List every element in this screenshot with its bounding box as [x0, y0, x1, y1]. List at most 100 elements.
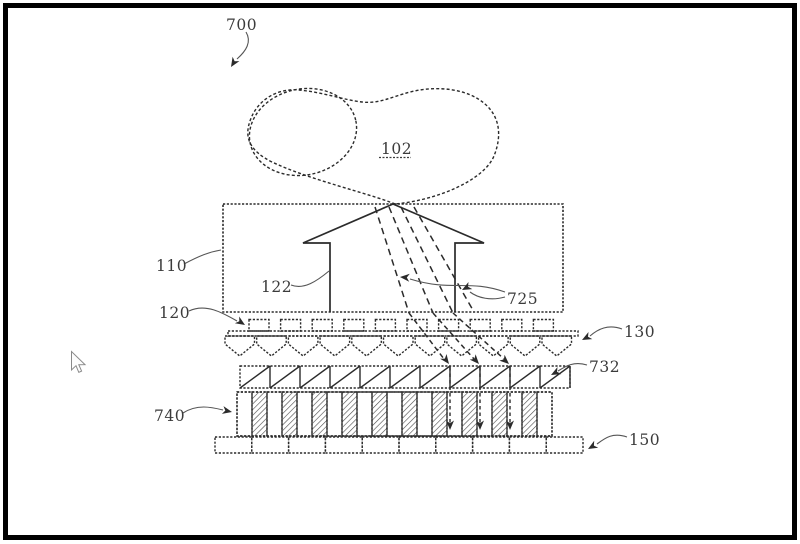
leader-150 — [596, 434, 628, 445]
collimator-wall — [371, 391, 388, 437]
prism-hypotenuse — [359, 365, 391, 389]
light-ray — [374, 206, 410, 314]
emitter-square — [469, 318, 491, 332]
collimator-aperture — [386, 391, 403, 437]
mouse-cursor-icon — [71, 350, 87, 373]
light-ray — [388, 206, 434, 314]
finger-bean-outline — [247, 87, 500, 205]
ref-label-150: 150 — [629, 431, 660, 449]
collimator-wall — [461, 391, 478, 437]
ref-label-120: 120 — [159, 304, 190, 322]
leader-700 — [236, 31, 249, 60]
microlens-element — [541, 335, 573, 357]
leader-arrowhead — [231, 56, 240, 67]
ref-label-110: 110 — [156, 257, 187, 275]
microlens-element — [319, 335, 351, 357]
prism-hypotenuse — [389, 365, 421, 389]
collimator-aperture — [536, 391, 553, 437]
leader-arrowhead — [462, 282, 473, 290]
ray-arrowhead — [446, 420, 454, 430]
microlens-element — [382, 335, 414, 357]
microlens-bar — [227, 330, 579, 337]
leader-110 — [183, 249, 222, 265]
leader-732 — [557, 362, 588, 372]
emitter-square — [374, 318, 397, 332]
emitter-square — [437, 318, 460, 332]
ray-arrowhead — [440, 354, 449, 364]
collimator-aperture — [476, 391, 493, 437]
collimator-wall — [311, 391, 328, 437]
emitter-square — [311, 318, 333, 332]
prism-hypotenuse — [419, 365, 451, 389]
prism-hypotenuse — [539, 365, 571, 389]
collimator-wall — [491, 391, 508, 437]
microlens-element — [351, 335, 382, 357]
collimator-aperture — [506, 391, 523, 437]
ref-label-740: 740 — [154, 407, 185, 425]
finger-inner-lobe — [248, 87, 358, 177]
leader-725b — [469, 291, 506, 300]
sensor-cell — [471, 436, 511, 454]
sensor-cell — [251, 436, 290, 454]
collimator-wall — [431, 391, 448, 437]
microlens-element — [509, 335, 541, 357]
collimator-wall — [251, 391, 268, 437]
light-ray — [432, 312, 475, 360]
ray-arrowhead — [506, 420, 514, 430]
prism-hypotenuse — [329, 365, 361, 389]
sensor-cell — [545, 436, 584, 454]
collimator-aperture — [326, 391, 343, 437]
leader-arrowhead — [221, 406, 232, 414]
ray-arrowhead — [469, 354, 479, 364]
leader-arrowhead — [582, 332, 593, 340]
leader-arrowhead — [234, 316, 245, 325]
collimator-wall — [401, 391, 418, 437]
microlens-element — [446, 335, 478, 357]
leader-130 — [589, 326, 623, 337]
prism-hypotenuse — [299, 365, 331, 389]
ref-label-130: 130 — [624, 323, 655, 341]
layer-stack-drawing — [182, 31, 628, 454]
prism-hypotenuse — [269, 365, 301, 389]
sensor-cell — [214, 436, 253, 454]
sensor-cell — [324, 436, 363, 454]
collimator-wall — [521, 391, 538, 437]
microlens-element — [414, 335, 446, 357]
leader-740 — [182, 406, 224, 414]
emitter-square — [501, 318, 523, 332]
prism-strip — [239, 365, 571, 389]
ray-arrowhead — [476, 420, 484, 430]
emitter-square — [248, 318, 270, 332]
prism-hypotenuse — [449, 365, 481, 389]
collimator-aperture — [356, 391, 373, 437]
collimator-aperture — [296, 391, 313, 437]
emitter-square — [343, 318, 365, 332]
sensor-cell — [287, 436, 327, 454]
prism-hypotenuse — [509, 365, 541, 389]
collimator-aperture — [446, 391, 463, 437]
collimator-aperture — [416, 391, 433, 437]
figure-border — [3, 3, 797, 540]
collimator-aperture — [236, 391, 253, 437]
ref-label-122: 122 — [261, 278, 292, 296]
emitter-square — [532, 318, 555, 332]
ref-label-700: 700 — [226, 16, 257, 34]
fingertip-outline — [247, 87, 500, 205]
microlens-element — [256, 335, 287, 357]
emitter-square — [279, 318, 302, 332]
ref-label-732: 732 — [589, 358, 620, 376]
ref-label-102: 102 — [381, 140, 412, 158]
light-ray — [400, 206, 454, 314]
collimator-wall — [341, 391, 358, 437]
leader-arrowhead — [551, 367, 562, 375]
collimator-aperture — [266, 391, 283, 437]
cover-layer-110 — [222, 203, 564, 313]
ray-arrowhead — [499, 354, 509, 364]
leader-arrowhead — [588, 440, 599, 449]
microlens-element — [287, 335, 319, 357]
up-block-arrow-122 — [302, 203, 485, 312]
collimator-wall — [281, 391, 298, 437]
sensor-cell — [398, 436, 437, 454]
